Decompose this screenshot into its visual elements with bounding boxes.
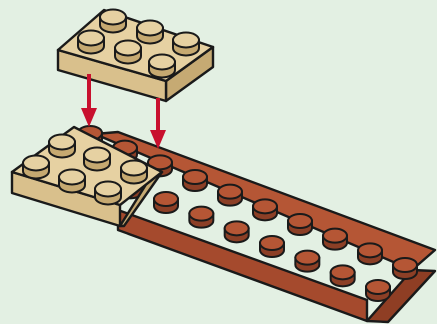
tan-stud	[77, 29, 105, 55]
red-stud	[252, 198, 278, 222]
red-stud	[357, 242, 383, 266]
tan-plate-floating	[56, 8, 215, 103]
red-down-arrow-icon	[81, 74, 97, 127]
red-stud	[223, 220, 250, 244]
red-stud	[294, 249, 321, 273]
tan-stud	[48, 133, 76, 159]
tan-stud	[148, 53, 176, 79]
tan-plate-floating-studs	[77, 8, 200, 79]
red-stud	[259, 235, 285, 258]
red-stud	[392, 257, 418, 280]
tan-stud	[58, 168, 86, 194]
red-plate-right-side	[365, 268, 437, 324]
red-down-arrow-icon	[150, 98, 166, 149]
tan-stud	[120, 159, 148, 185]
red-stud	[182, 169, 208, 192]
tan-stud	[99, 8, 127, 34]
tan-stud	[114, 39, 142, 65]
placement-arrows	[81, 74, 166, 149]
red-stud	[329, 264, 356, 288]
red-stud	[153, 191, 179, 214]
red-stud	[287, 213, 313, 236]
tan-stud	[136, 19, 164, 45]
tan-plate-placed	[10, 125, 164, 228]
tan-stud	[172, 31, 200, 57]
tan-plate-placed-studs	[22, 133, 148, 206]
red-stud	[188, 205, 215, 229]
red-stud	[365, 279, 391, 302]
red-stud	[217, 183, 243, 207]
tan-stud	[94, 180, 122, 206]
red-stud	[322, 227, 348, 251]
tan-stud	[22, 154, 50, 180]
tan-stud	[83, 146, 111, 172]
